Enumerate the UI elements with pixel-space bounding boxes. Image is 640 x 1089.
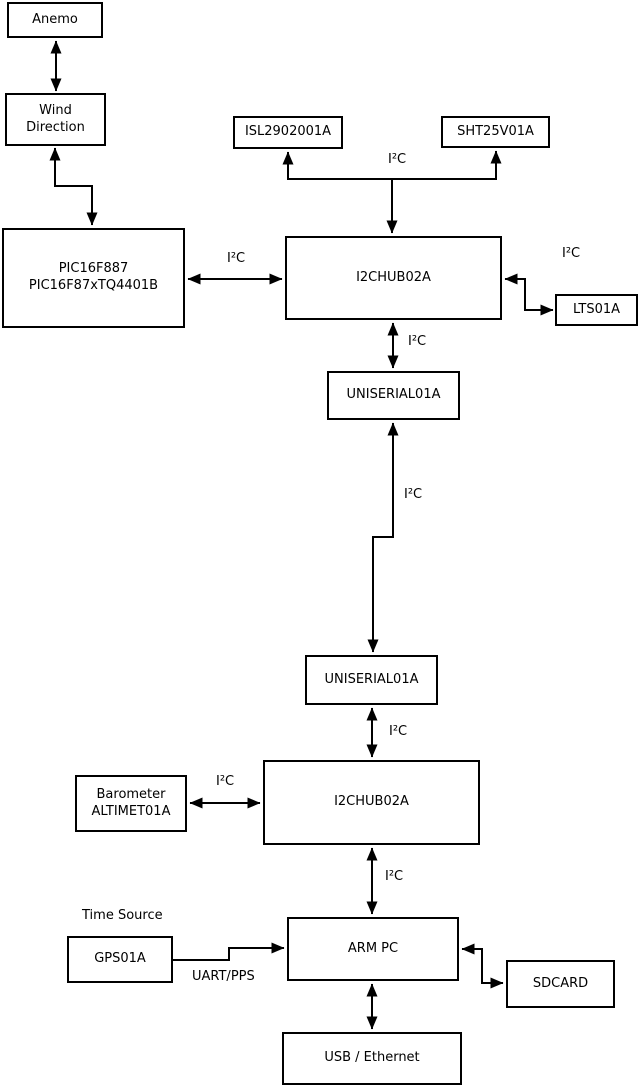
node-label: UNISERIAL01A: [324, 671, 419, 687]
node-label: ALTIMET01A: [91, 803, 171, 819]
node-label: Barometer: [96, 786, 166, 802]
node-label: UNISERIAL01A: [346, 387, 441, 403]
node-i2chub02a-1: I2CHUB02A: [285, 236, 502, 320]
edge-wind-pic: [49, 147, 98, 226]
node-label: Wind: [39, 102, 72, 118]
node-label: ARM PC: [347, 940, 399, 956]
label-i2c-isl-sht-hub1: I²C: [388, 152, 407, 167]
label-time-source: Time Source: [82, 908, 163, 923]
edge-hub1-lts: [504, 273, 554, 316]
node-label: ISL2902001A: [244, 124, 332, 140]
node-label: Anemo: [32, 11, 78, 27]
edge-arm-sdcard: [461, 943, 504, 989]
node-label: Direction: [26, 119, 85, 135]
node-uniserial01a-2: UNISERIAL01A: [305, 655, 438, 705]
edge-uni1-uni2: [367, 422, 399, 653]
node-label: SHT25V01A: [457, 123, 534, 139]
node-label: LTS01A: [572, 301, 621, 317]
node-sht25v01a: SHT25V01A: [441, 116, 550, 148]
label-uart-pps: UART/PPS: [192, 969, 255, 984]
node-arm-pc: ARM PC: [287, 917, 459, 981]
label-i2c-hub1-lts: I²C: [562, 246, 581, 261]
edge-hub1-isl: [282, 151, 392, 180]
node-lts01a: LTS01A: [555, 294, 638, 326]
node-label: PIC16F887: [58, 261, 129, 277]
node-uniserial01a-1: UNISERIAL01A: [327, 371, 460, 420]
label-i2c-baro-hub2: I²C: [216, 774, 235, 789]
node-label: USB / Ethernet: [324, 1050, 420, 1066]
node-label: PIC16F87xTQ4401B: [28, 278, 159, 293]
label-i2c-uni2-hub2: I²C: [389, 724, 408, 739]
node-usb-ethernet: USB / Ethernet: [282, 1032, 462, 1085]
edge-gps-arm: [173, 942, 285, 961]
node-label: SDCARD: [532, 975, 589, 991]
label-i2c-pic-hub1: I²C: [227, 251, 246, 266]
edge-hub1-sht: [392, 150, 502, 180]
node-i2chub02a-2: I2CHUB02A: [263, 760, 480, 845]
label-i2c-hub1-uni1: I²C: [408, 334, 427, 349]
label-i2c-uni1-uni2: I²C: [404, 487, 423, 502]
node-sdcard: SDCARD: [506, 960, 615, 1008]
node-gps01a: GPS01A: [67, 936, 173, 983]
node-label: GPS01A: [94, 951, 146, 967]
node-label: I2CHUB02A: [356, 269, 431, 285]
node-label: I2CHUB02A: [334, 794, 409, 810]
node-anemo: Anemo: [7, 2, 103, 38]
label-i2c-hub2-arm: I²C: [385, 869, 404, 884]
node-isl2902001a: ISL2902001A: [233, 116, 343, 149]
